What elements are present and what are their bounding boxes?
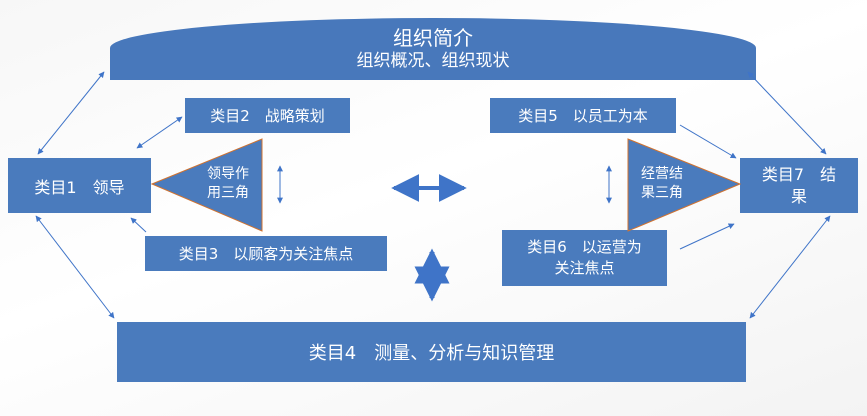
category-6-label-line2: 关注焦点 [554,259,615,277]
category-3-customer-focus: 类目3 以顾客为关注焦点 [145,236,387,271]
results-triangle [627,138,742,232]
results-triangle-line2: 果三角 [641,185,683,201]
category-7-label-line2: 果 [790,186,807,206]
org-profile-title: 组织简介 [393,26,473,50]
arrow-c7-to-c4 [749,215,831,319]
results-triangle-label: 经营结 果三角 [630,165,694,203]
org-profile-subtitle: 组织概况、组织现状 [356,51,510,71]
arrow-c3-to-triangle [130,217,147,233]
arrow-c6-to-c7 [679,223,735,250]
arrow-c2-to-leadership-triangle [136,116,183,149]
leadership-triangle [150,138,263,232]
leadership-triangle-label: 领导作 用三角 [196,165,260,203]
category-7-label-line1: 类目7 结 [761,164,837,184]
leadership-triangle-line2: 用三角 [207,185,249,201]
category-2-label: 类目2 战略策划 [210,107,325,125]
results-triangle-line1: 经营结 [641,166,683,182]
category-2-strategy: 类目2 战略策划 [185,98,350,133]
arrow-c5-to-c7 [679,124,737,159]
arrow-c1-to-c4 [35,215,115,319]
leadership-triangle-line1: 领导作 [207,166,249,182]
category-5-label: 类目5 以员工为本 [518,107,648,125]
category-1-label: 类目1 领导 [34,177,125,197]
arrow-c1-to-banner [37,71,105,155]
category-5-workforce: 类目5 以员工为本 [490,98,676,133]
category-4-measurement: 类目4 测量、分析与知识管理 [117,322,746,382]
category-3-label: 类目3 以顾客为关注焦点 [178,245,354,263]
category-7-results: 类目7 结 果 [740,158,858,213]
category-6-label-line1: 类目6 以运营为 [527,238,642,256]
category-4-label: 类目4 测量、分析与知识管理 [308,343,555,364]
org-profile-banner: 组织简介 组织概况、组织现状 [110,18,756,80]
category-1-leadership: 类目1 领导 [8,158,151,213]
arrow-banner-to-c7 [747,71,827,155]
category-6-operations: 类目6 以运营为 关注焦点 [502,230,667,286]
